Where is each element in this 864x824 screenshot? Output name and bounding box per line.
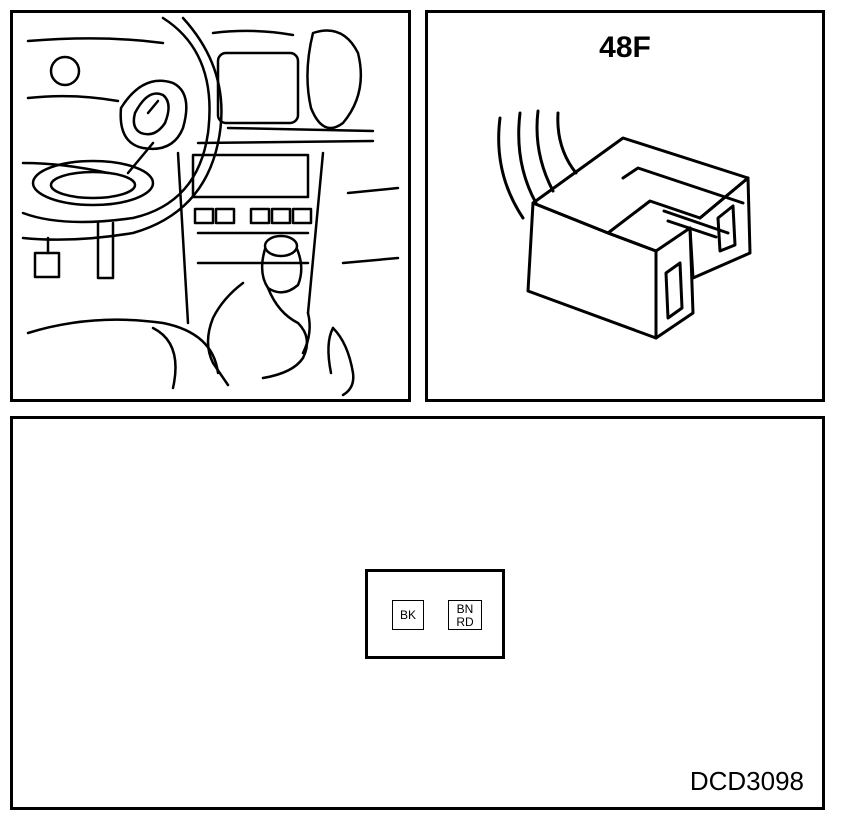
connector-illustration — [497, 109, 752, 340]
vent-icon — [49, 55, 81, 87]
pin-2-cavity: BN RD — [448, 600, 482, 630]
wire — [497, 116, 525, 220]
pin-1-wire-color: BK — [399, 608, 416, 622]
connector-face: BK BN RD — [365, 569, 505, 659]
dashboard-illustration — [21, 16, 400, 397]
connector-code: 48F — [599, 31, 651, 64]
connector-face-panel: BK BN RD DCD3098 — [10, 416, 825, 810]
diagram-id: DCD3098 — [689, 766, 804, 796]
wire — [517, 111, 538, 205]
wire — [535, 109, 555, 193]
pin-2-wire-color-stripe: RD — [456, 615, 474, 629]
connector-illustration-panel: 48F — [425, 10, 825, 402]
location-illustration-panel — [10, 10, 411, 402]
pin-1-cavity: BK — [392, 600, 424, 630]
pin-2-wire-color-primary: BN — [456, 602, 474, 616]
wire — [556, 111, 578, 175]
